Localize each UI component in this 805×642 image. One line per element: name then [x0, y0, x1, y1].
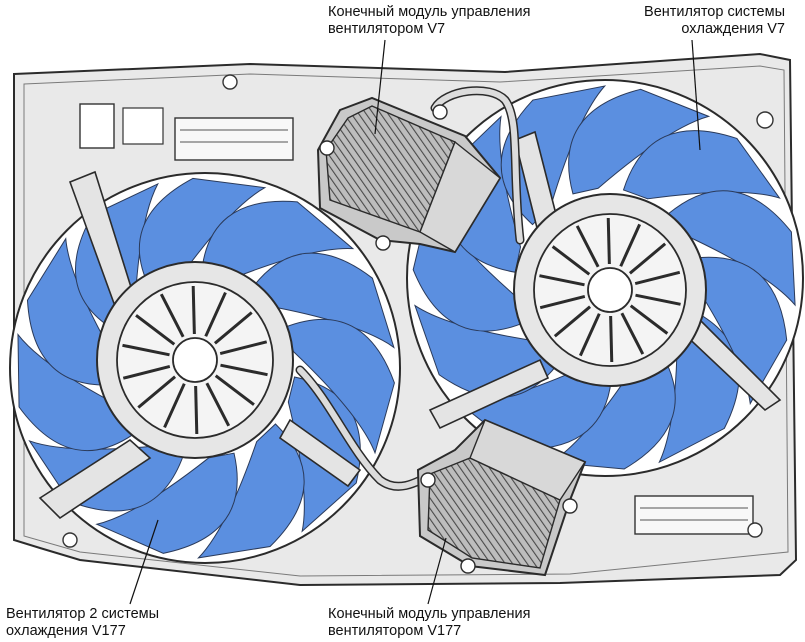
fan-v7-hub-ribs — [539, 217, 681, 363]
leader-fan-v7 — [691, 39, 701, 151]
fan-blade — [667, 190, 796, 307]
hub-rib — [204, 291, 227, 337]
leader-lines — [129, 39, 701, 605]
fan-blade — [622, 130, 781, 200]
fan-blade — [568, 88, 711, 195]
fan-blade — [284, 318, 395, 455]
hub-rib — [609, 315, 614, 363]
fan-blade — [95, 452, 238, 554]
hub-rib — [553, 305, 592, 338]
label-control-module-v177: Конечный модуль управления вентилятором … — [328, 606, 531, 639]
fan-v177-blades — [17, 177, 395, 559]
fan-v177 — [9, 170, 401, 564]
hub-rib — [634, 270, 681, 286]
leader-fan-v177 — [129, 519, 159, 605]
fan-blade — [249, 252, 395, 349]
hub-rib — [619, 223, 642, 267]
hub-rib — [213, 311, 253, 345]
hub-rib — [122, 343, 170, 357]
hub-rib — [220, 363, 268, 377]
hub-rib — [135, 314, 176, 346]
fan-blade — [692, 256, 788, 406]
label-control-module-v7: Конечный модуль управления вентилятором … — [328, 4, 531, 37]
hub-rib — [191, 285, 196, 335]
hub-rib — [205, 382, 231, 427]
fan-blade — [17, 333, 141, 452]
hub-rib — [539, 274, 585, 287]
hub-rib — [137, 375, 177, 409]
hub-rib — [163, 383, 186, 429]
fan-blade — [200, 200, 355, 282]
hub-rib — [629, 304, 669, 335]
control-module-v177 — [416, 418, 587, 577]
hub-rib — [159, 293, 185, 338]
hub-rib — [620, 312, 645, 355]
label-fan-v177: Вентилятор 2 системы охлаждения V177 — [6, 606, 160, 639]
hub-rib — [575, 225, 600, 268]
hub-rib — [606, 217, 611, 265]
hub-rib — [214, 374, 255, 406]
fan-v177-hub-ribs — [122, 285, 268, 435]
hub-rib — [578, 313, 601, 357]
hub-rib — [635, 293, 681, 306]
fan-v7-blades — [412, 85, 796, 470]
leader-module-v177 — [427, 537, 447, 605]
hub-rib — [628, 242, 667, 275]
hub-rib — [219, 340, 268, 356]
control-module-v7 — [316, 96, 502, 254]
fan-blade — [197, 423, 305, 559]
hub-rib — [551, 245, 591, 276]
hub-rib — [122, 364, 171, 380]
fan-blade — [26, 237, 118, 386]
label-fan-v7: Вентилятор системы охлаждения V7 — [644, 4, 785, 37]
hub-rib — [194, 385, 199, 435]
fan-v7 — [406, 79, 804, 477]
leader-module-v7 — [374, 39, 386, 135]
hub-rib — [539, 294, 586, 310]
